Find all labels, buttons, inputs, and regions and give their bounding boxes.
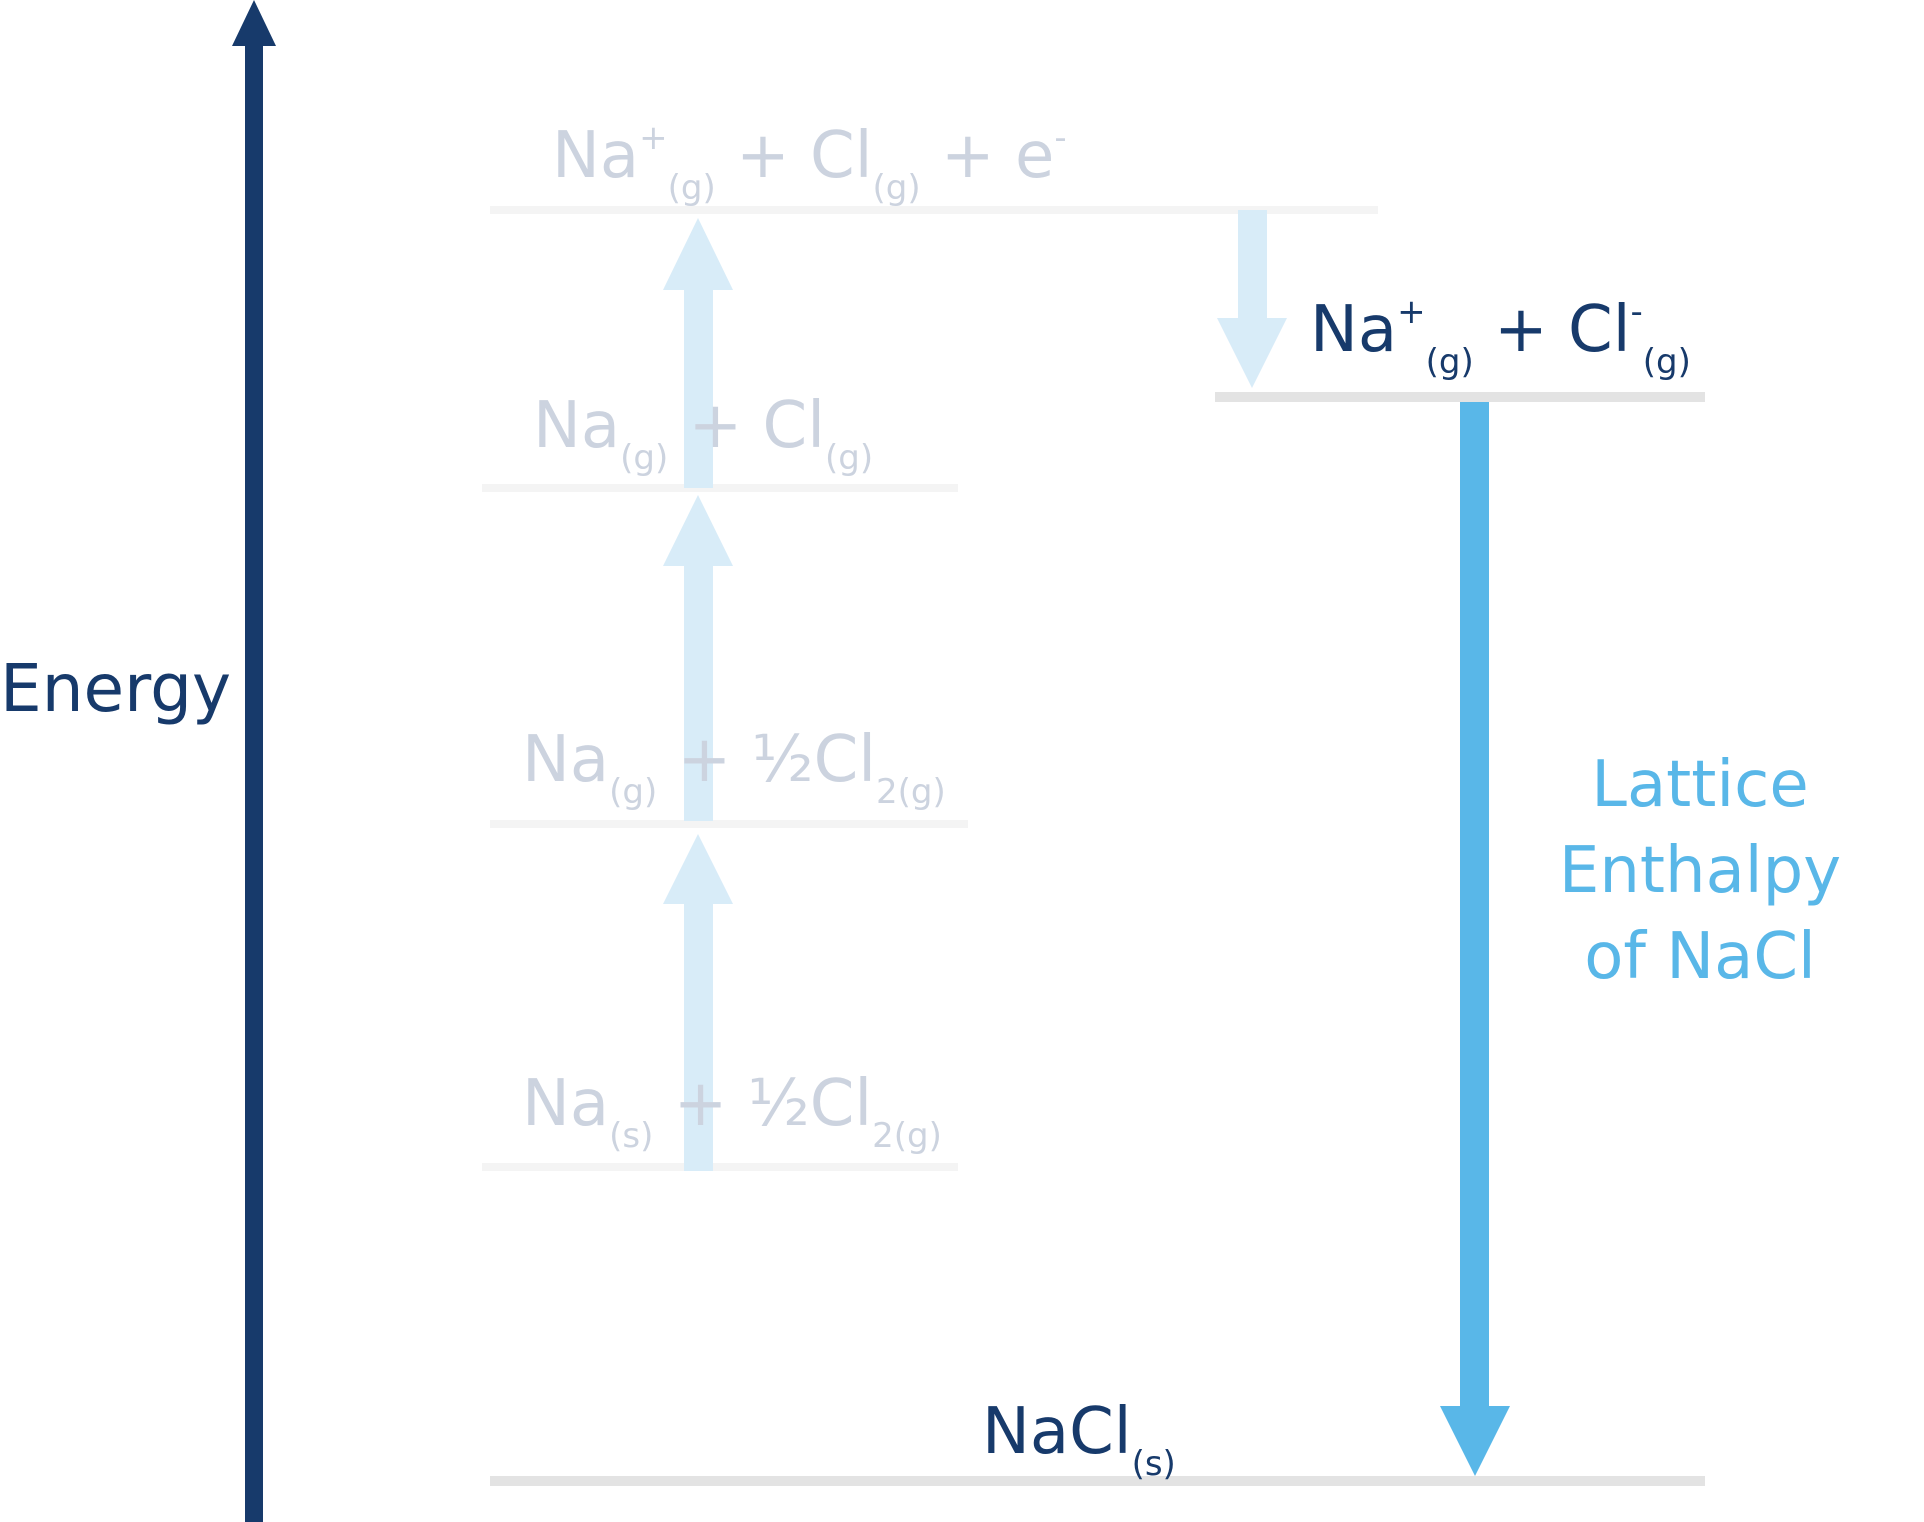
lattice-label-line3: of NaCl: [1584, 920, 1816, 994]
energy-axis-label: Energy: [0, 650, 232, 727]
lattice-label-line1: Lattice: [1591, 748, 1809, 822]
arrow-ionisation-head: [663, 218, 733, 290]
label-solid-nacl-level: NaCl(s): [982, 1395, 1176, 1484]
lattice-enthalpy-arrow-head: [1440, 1406, 1510, 1476]
lattice-enthalpy-arrow-shaft: [1460, 402, 1489, 1412]
level-line-gas-atoms: [482, 484, 958, 492]
label-gaseous-ions-level: Na+(g) + Cl-(g): [1310, 292, 1691, 382]
energy-axis-arrowhead: [232, 0, 276, 46]
arrow-electron-affinity-head: [1217, 318, 1287, 388]
label-elements-level: Na(s) + ½Cl2(g): [522, 1067, 942, 1156]
arrow-ionisation-shaft: [684, 278, 713, 488]
level-line-ionised: [490, 206, 1378, 214]
lattice-label-line2: Enthalpy: [1558, 834, 1842, 908]
level-line-gaseous-ions: [1215, 392, 1705, 402]
label-atomised-na-level: Na(g) + ½Cl2(g): [522, 723, 946, 812]
arrow-atomisation-cl-shaft: [684, 555, 713, 821]
arrow-atomisation-na-head: [663, 834, 733, 904]
lattice-enthalpy-label: Lattice Enthalpy of NaCl: [1540, 742, 1860, 1000]
arrow-atomisation-na-shaft: [684, 887, 713, 1171]
arrow-electron-affinity-shaft: [1238, 210, 1267, 326]
level-line-atomised-na: [490, 820, 968, 828]
label-ionised-level: Na+(g) + Cl(g) + e-: [552, 118, 1067, 208]
level-line-solid-nacl: [490, 1476, 1705, 1486]
level-line-elements: [482, 1163, 958, 1171]
energy-axis-shaft: [245, 40, 263, 1522]
arrow-atomisation-cl-head: [663, 495, 733, 566]
label-gas-atoms-level: Na(g) + Cl(g): [533, 389, 874, 478]
